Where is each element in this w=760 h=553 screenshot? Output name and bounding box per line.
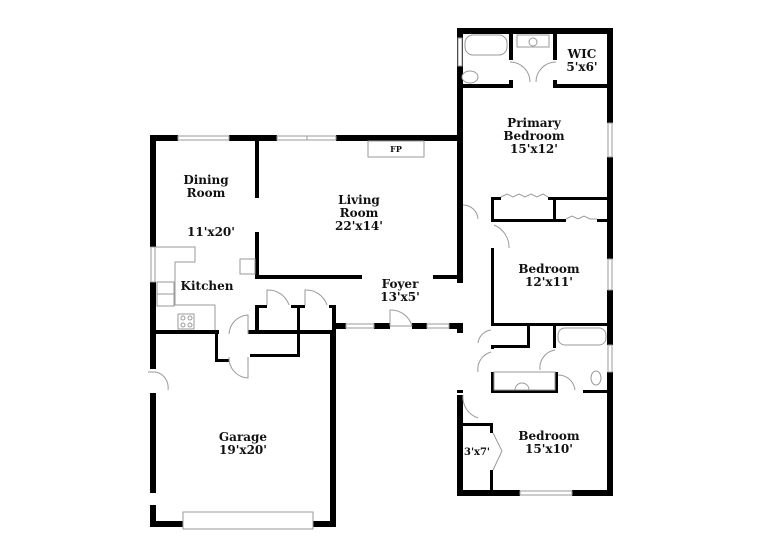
room-dimensions-dining-room: 11'x20' [187, 225, 235, 239]
doors [148, 61, 597, 471]
room-dimensions: 15'x10' [525, 442, 573, 456]
interior-walls [156, 32, 610, 494]
room-name: Foyer [381, 277, 419, 291]
room-dimensions: 19'x20' [219, 443, 267, 457]
room-name-line2: Room [186, 186, 226, 200]
room-name-line1: Dining [183, 173, 229, 187]
room-label-bedroom-2: Bedroom 12'x11' [518, 263, 579, 289]
room-label-wic: WIC 5'x6' [566, 48, 597, 74]
room-name-line1: Primary [507, 116, 561, 130]
room-dimensions: 5'x6' [566, 60, 598, 74]
fireplace-label: FP [390, 144, 402, 154]
room-label-closet: 3'x7' [463, 447, 491, 458]
room-name: Garage [218, 430, 268, 444]
room-name: WIC [567, 47, 597, 61]
room-dimensions: 13'x5' [380, 290, 420, 304]
room-label-living-room: Living Room 22'x14' [335, 194, 383, 233]
room-label-foyer: Foyer 13'x5' [380, 278, 420, 304]
room-label-dining-room: Dining Room [183, 174, 228, 200]
room-name: Bedroom [518, 429, 580, 443]
room-dimensions: 15'x12' [510, 142, 558, 156]
exterior-walls [150, 28, 613, 527]
room-label-kitchen: Kitchen [180, 279, 234, 293]
room-name: Bedroom [518, 262, 580, 276]
room-name-line2: Bedroom [503, 129, 565, 143]
room-label-garage: Garage 19'x20' [219, 431, 267, 457]
room-name-line2: Room [339, 206, 379, 220]
room-name-line1: Living [338, 193, 380, 207]
room-dimensions: 12'x11' [525, 275, 573, 289]
windows [150, 37, 613, 530]
fixtures [156, 34, 607, 391]
room-label-primary-bedroom: Primary Bedroom 15'x12' [503, 117, 564, 156]
room-label-bedroom-3: Bedroom 15'x10' [518, 430, 579, 456]
room-dimensions: 22'x14' [335, 219, 383, 233]
